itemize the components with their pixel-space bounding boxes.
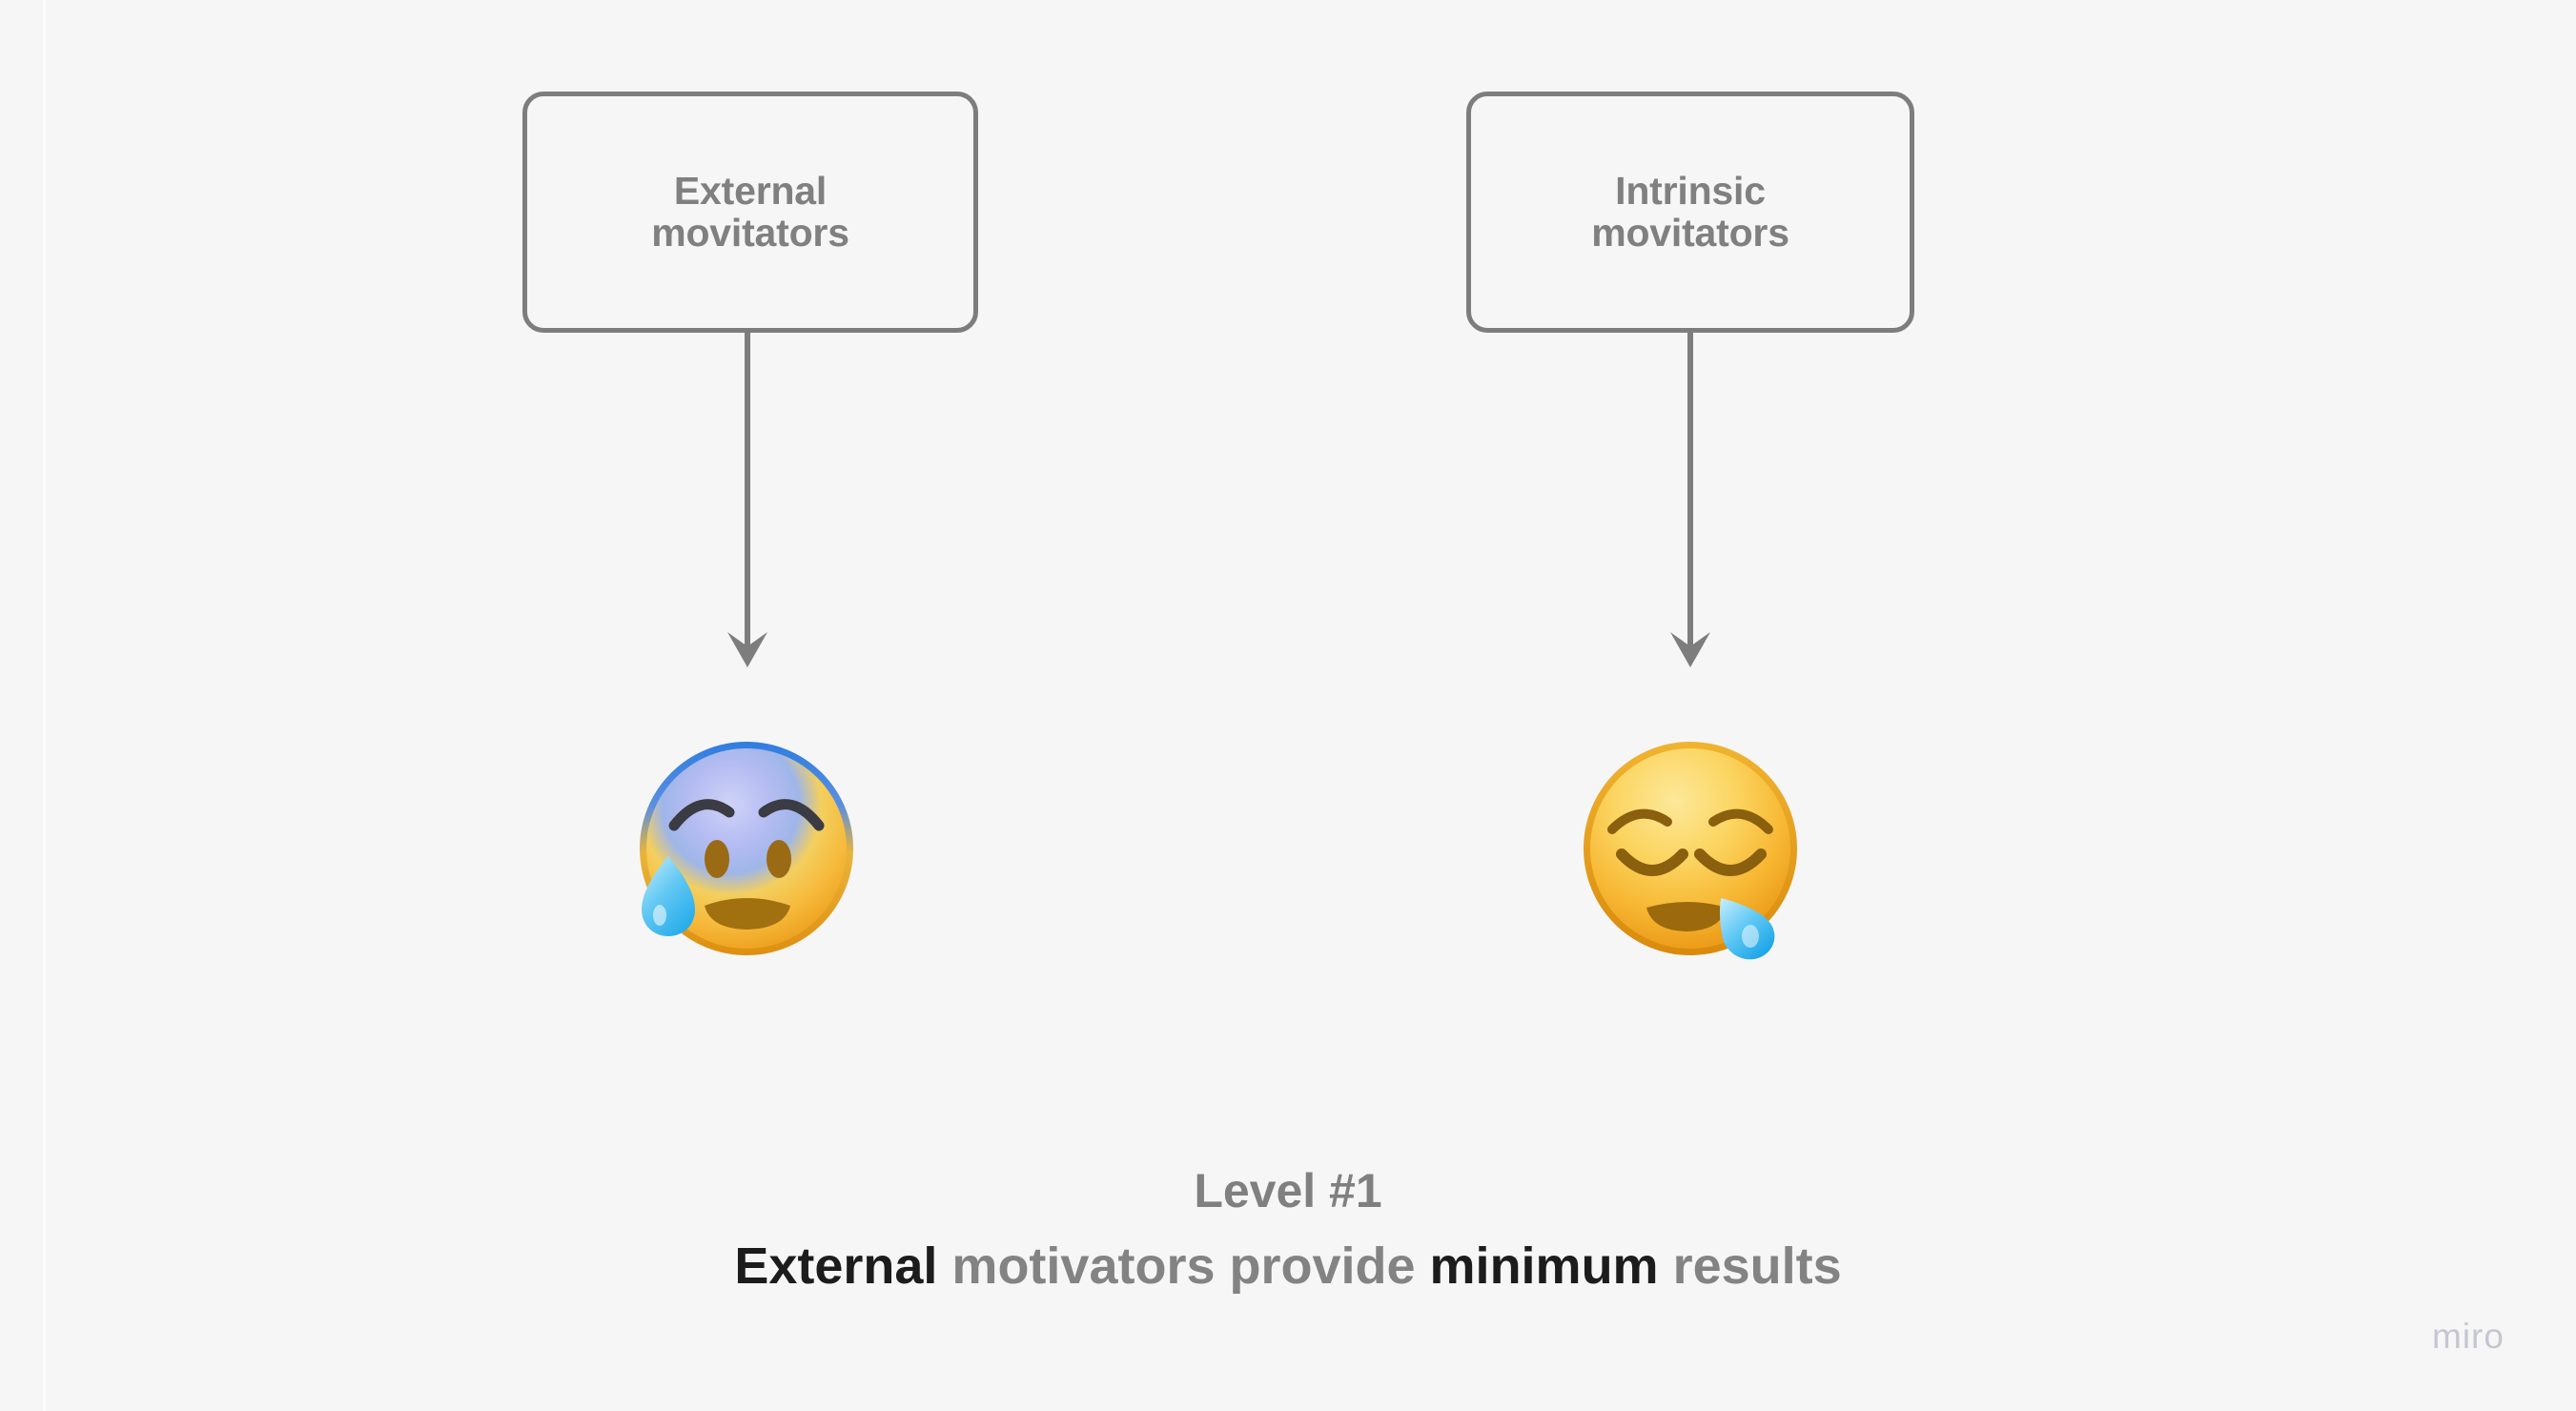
node-external-line2: movitators xyxy=(651,210,849,255)
caption-part-minimum: minimum xyxy=(1429,1237,1659,1295)
caption-level-label: Level #1 xyxy=(1194,1164,1382,1217)
caption-block: Level #1 External motivators provide min… xyxy=(0,1165,2576,1295)
miro-watermark: miro xyxy=(2432,1317,2504,1356)
connector-arrow-down-intrinsic[interactable] xyxy=(1646,332,1734,675)
caption-part-motivators-provide: motivators provide xyxy=(937,1237,1430,1295)
node-intrinsic-line1: Intrinsic xyxy=(1615,169,1766,214)
anxious-face-with-sweat-emoji xyxy=(640,742,853,955)
node-external-line1: External xyxy=(673,169,828,214)
caption-part-results: results xyxy=(1658,1237,1842,1295)
node-intrinsic-motivators-label: Intrinsic movitators xyxy=(1591,169,1789,255)
node-external-motivators-label: External movitators xyxy=(651,169,849,255)
node-intrinsic-motivators[interactable]: Intrinsic movitators xyxy=(1466,92,1914,333)
node-intrinsic-line2: movitators xyxy=(1591,210,1789,255)
caption-statement: External motivators provide minimum resu… xyxy=(0,1237,2576,1295)
caption-part-external: External xyxy=(734,1237,938,1295)
node-external-motivators[interactable]: External movitators xyxy=(522,92,978,333)
sleepy-face-emoji xyxy=(1584,742,1797,960)
connector-arrow-down-external[interactable] xyxy=(704,332,791,675)
